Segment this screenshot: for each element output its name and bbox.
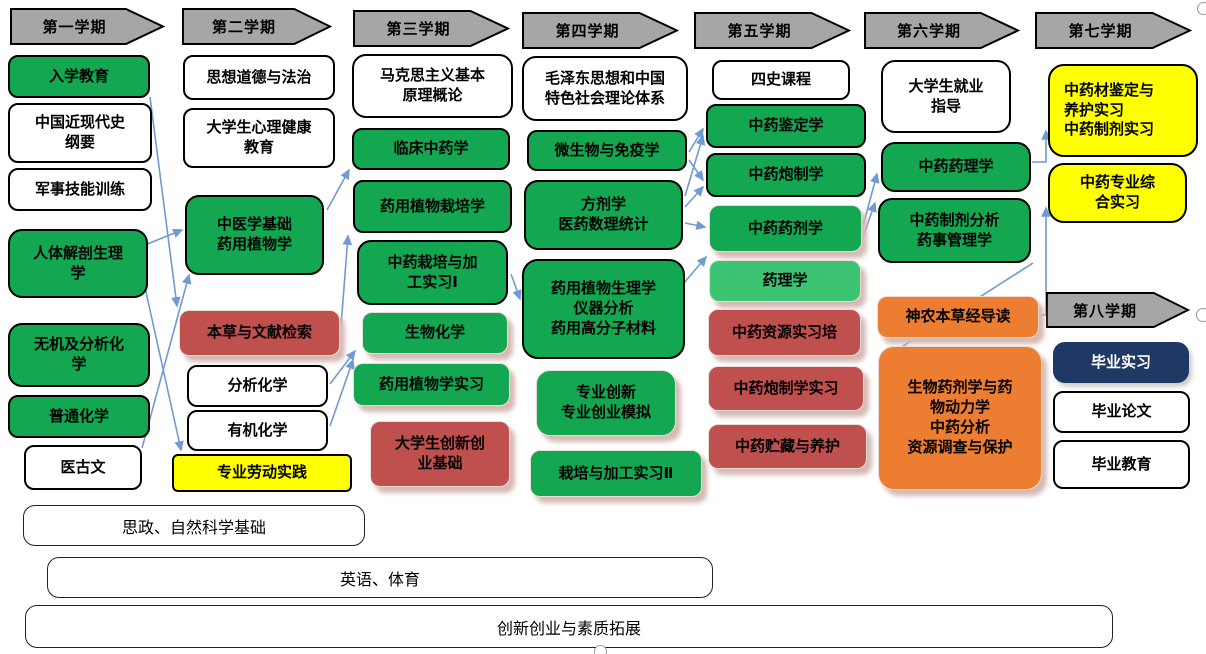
course-graduation-internship: 毕业实习 [1053,342,1189,383]
course-comprehensive-professional-practice: 中药专业综 合实习 [1048,163,1187,223]
semester-header-7: 第七学期 [1035,12,1192,49]
course-general-chemistry: 普通化学 [8,395,150,438]
semester-header-1: 第一学期 [10,8,165,45]
semester-header-5: 第五学期 [694,12,851,49]
semester-arrow-shape [353,10,510,47]
semester-header-8: 第八学期 [1046,292,1190,328]
semester-label: 第三学期 [386,21,451,38]
bar-innovation-quality-development: 创新创业与素质拓展 [25,605,1113,648]
semester-arrow-shape [864,12,1020,49]
semester-header-4: 第四学期 [522,12,679,49]
course-cultivation-processing-practice-2: 栽培与加工实习Ⅱ [530,450,702,497]
course-career-guidance: 大学生就业 指导 [881,60,1011,133]
course-military-training: 军事技能训练 [8,168,152,211]
semester-header-2: 第二学期 [182,8,332,45]
semester-arrow-shape [182,8,332,45]
course-mao-thought-theory: 毛泽东思想和中国 特色社会理论体系 [522,56,688,121]
course-four-histories: 四史课程 [712,60,850,100]
course-marxism-principles: 马克思主义基本 原理概论 [352,54,513,118]
semester-label: 第二学期 [211,19,276,36]
semester-label: 第八学期 [1072,302,1137,320]
course-modern-chinese-history: 中国近现代史 纲要 [8,103,152,163]
course-college-mental-health: 大学生心理健康 教育 [183,108,335,168]
course-admission-education: 入学教育 [8,55,150,98]
course-professional-labor-practice: 专业劳动实践 [172,454,352,492]
semester-label: 第七学期 [1068,23,1133,40]
course-plant-physiology-instrument-analysis: 药用植物生理学 仪器分析 药用高分子材料 [522,259,685,359]
course-chinese-medicine-processing: 中药炮制学 [706,153,866,197]
handle-circle-bottom [594,645,607,654]
semester-arrow-shape [522,12,679,49]
semester-arrow-shape [694,12,851,49]
course-formulas-medical-statistics: 方剂学 医药数理统计 [524,180,683,250]
course-preparation-analysis-pharmacy-admin: 中药制剂分析 药事管理学 [878,198,1031,263]
handle-circle-mid-right [1196,308,1206,322]
semester-label: 第五学期 [727,23,792,40]
course-cultivation-processing-practice-1: 中药栽培与加 工实习Ⅰ [357,240,508,305]
course-bencao-literature-retrieval: 本草与文献检索 [179,310,340,356]
handle-circle-top-right [1197,2,1206,15]
semester-header-3: 第三学期 [353,10,510,47]
course-biochemistry: 生物化学 [362,312,508,354]
course-chinese-medicine-pharmacology: 中药药理学 [881,142,1031,192]
bar-ideology-science-foundation: 思政、自然科学基础 [23,505,365,546]
course-medicinal-plant-cultivation: 药用植物栽培学 [353,180,512,233]
course-medicinal-botany-fieldwork: 药用植物学实习 [353,363,510,406]
course-graduation-thesis: 毕业论文 [1053,391,1190,433]
course-human-anatomy-physiology: 人体解剖生理 学 [8,229,148,298]
course-pharmacology: 药理学 [709,260,861,302]
course-medical-classical-chinese: 医古文 [24,445,142,490]
course-chinese-medicine-pharmaceutics: 中药药剂学 [709,205,862,252]
course-identification-maintenance-practice: 中药材鉴定与 养护实习 中药制剂实习 [1048,64,1198,157]
course-innovation-entrepreneurship-basics: 大学生创新创 业基础 [370,421,510,487]
course-storage-maintenance: 中药贮藏与养护 [708,424,867,469]
course-biopharmaceutics-group: 生物药剂学与药 物动力学 中药分析 资源调查与保护 [878,346,1042,490]
course-microbiology-immunology: 微生物与免疫学 [527,130,687,171]
course-analytical-chemistry: 分析化学 [187,365,328,407]
course-graduation-education: 毕业教育 [1053,440,1190,489]
semester-arrow-shape [10,8,165,45]
course-shennong-bencao-reading: 神农本草经导读 [877,296,1039,338]
semester-arrow-shape [1046,292,1190,328]
bar-english-pe: 英语、体育 [47,557,713,598]
course-clinical-chinese-materia-medica: 临床中药学 [352,128,510,170]
semester-label: 第一学期 [42,19,107,36]
semester-label: 第六学期 [896,23,961,40]
semester-label: 第四学期 [555,23,620,40]
course-professional-innovation-simulation: 专业创新 专业创业模拟 [536,370,676,436]
semester-arrow-shape [1035,12,1192,49]
course-chinese-medicine-identification: 中药鉴定学 [706,104,866,148]
course-medicine-resources-practice: 中药资源实习培 [708,309,861,356]
course-ideology-morality-law: 思想道德与法治 [183,55,335,100]
course-inorganic-analytical-chemistry: 无机及分析化 学 [8,323,150,387]
semester-header-6: 第六学期 [864,12,1020,49]
course-processing-practice: 中药炮制学实习 [708,366,864,411]
course-tcm-basics-medicinal-botany: 中医学基础 药用植物学 [185,195,324,275]
course-organic-chemistry: 有机化学 [187,410,328,451]
